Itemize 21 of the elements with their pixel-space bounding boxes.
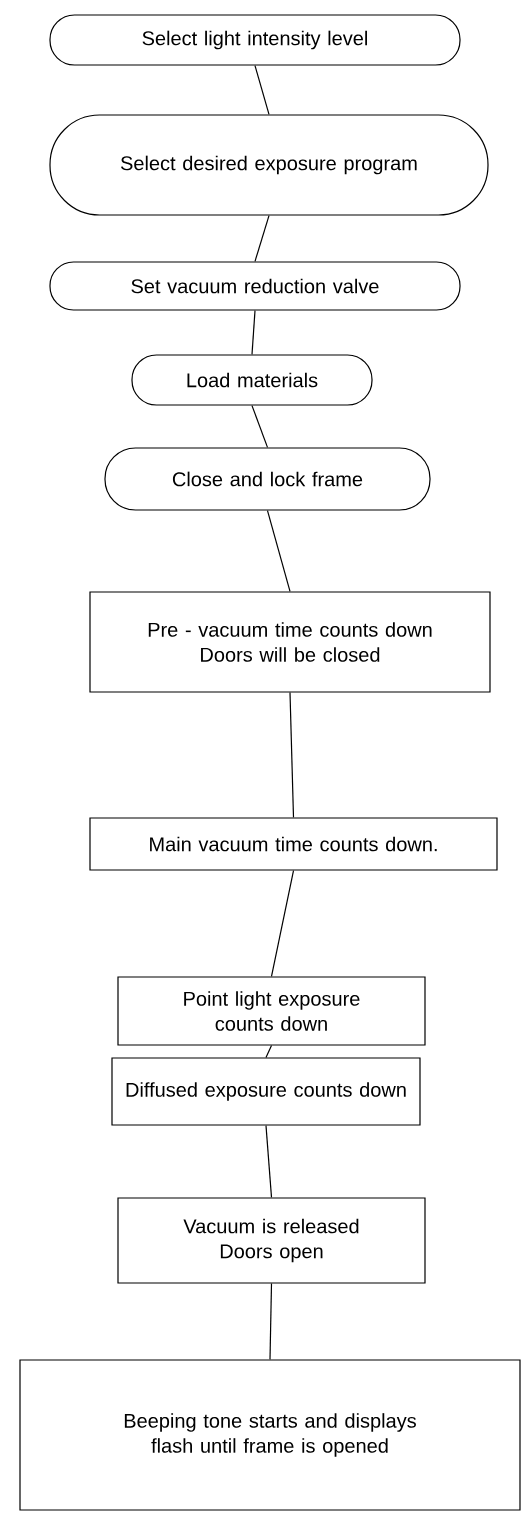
- process-box: Beeping tone starts and displays flash until frame is opened: [19, 1359, 521, 1511]
- connector-line: [266, 510, 291, 592]
- process-box: Point light exposure counts down: [117, 976, 426, 1046]
- terminal-box: Set vacuum reduction valve: [49, 261, 461, 311]
- connector-line: [251, 310, 256, 355]
- connector-line: [289, 692, 295, 818]
- process-box: Pre - vacuum time counts down Doors will be closed: [89, 591, 491, 693]
- connector-line: [265, 1045, 273, 1058]
- connector-line: [254, 215, 270, 262]
- terminal-box: Load materials: [131, 354, 373, 406]
- connector-line: [254, 65, 270, 115]
- connector-line: [269, 1283, 273, 1360]
- terminal-box: Select light intensity level: [49, 14, 461, 66]
- connector-line: [270, 870, 295, 977]
- terminal-box: Select desired exposure program: [49, 114, 489, 216]
- process-box: Main vacuum time counts down.: [89, 817, 498, 871]
- process-box: Diffused exposure counts down: [111, 1057, 421, 1126]
- terminal-box: Close and lock frame: [104, 447, 431, 511]
- connector-line: [251, 405, 269, 448]
- process-box: Vacuum is released Doors open: [117, 1197, 426, 1284]
- connector-line: [265, 1125, 273, 1198]
